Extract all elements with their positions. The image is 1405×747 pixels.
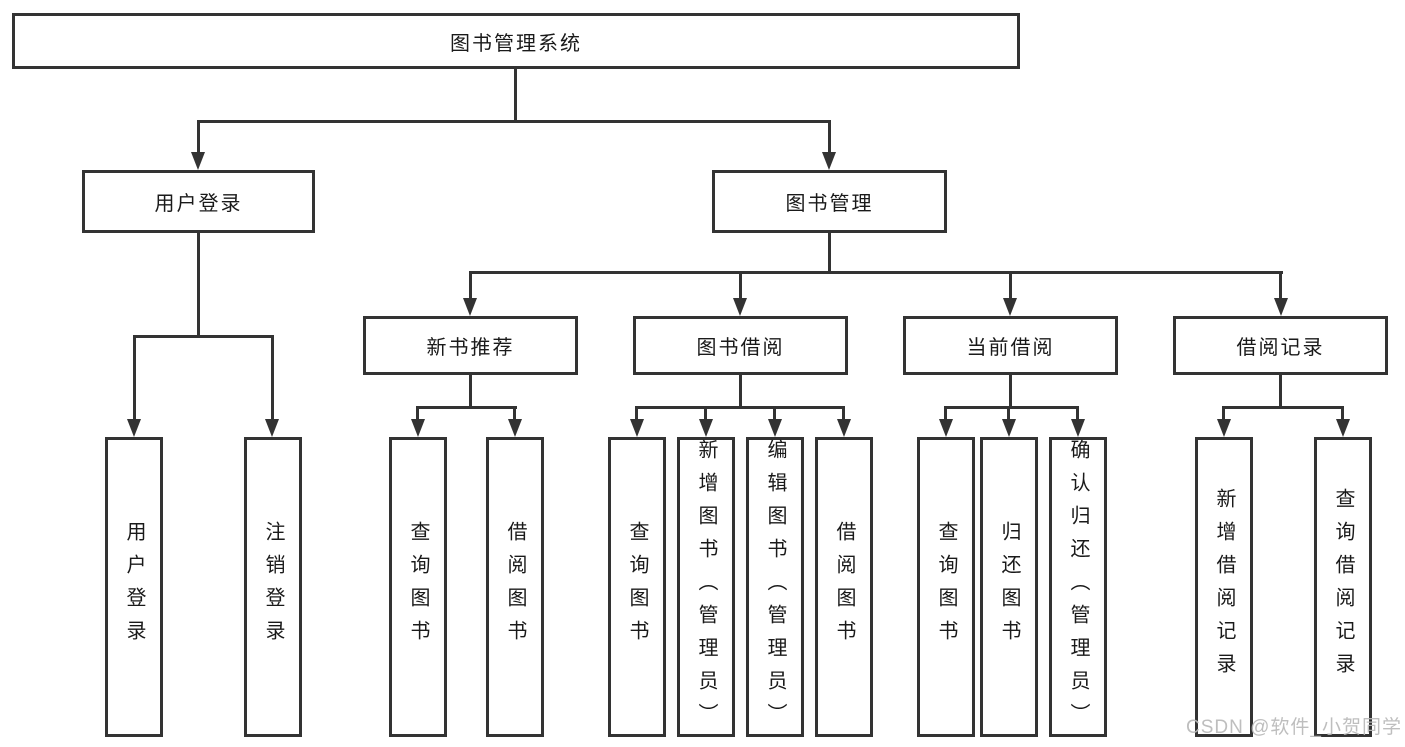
node-add-book-admin: 新增图书（管理员） <box>677 437 735 737</box>
arrow-into-confirm-return <box>1071 419 1085 437</box>
arrow-into-logout-leaf <box>265 419 279 437</box>
node-new-book-recommend: 新书推荐 <box>363 316 578 375</box>
connector-bookmgmt-rail <box>469 271 1283 274</box>
arrow-into-return-books <box>1002 419 1016 437</box>
connector-current-drop-2 <box>1007 409 1010 419</box>
connector-current-drop-3 <box>1076 409 1079 419</box>
arrow-into-book-management <box>822 152 836 170</box>
csdn-watermark: CSDN @软件_小贺同学 <box>1186 717 1402 738</box>
node-current-borrowing: 当前借阅 <box>903 316 1118 375</box>
arrow-into-query-books-1 <box>411 419 425 437</box>
connector-records-drop-1 <box>1222 409 1225 419</box>
node-label: 新增图书（管理员） <box>695 438 717 736</box>
node-label: 借阅图书 <box>504 521 526 653</box>
node-book-management-system: 图书管理系统 <box>12 13 1020 69</box>
node-query-borrow-record: 查询借阅记录 <box>1314 437 1372 737</box>
node-add-borrow-record: 新增借阅记录 <box>1195 437 1253 737</box>
node-book-management: 图书管理 <box>712 170 947 233</box>
node-label: 图书管理 <box>785 193 874 215</box>
arrow-into-edit-book <box>768 419 782 437</box>
connector-root-drop-right <box>828 123 831 153</box>
node-label: 归还图书 <box>998 521 1020 653</box>
connector-records-drop-2 <box>1341 409 1344 419</box>
node-edit-book-admin: 编辑图书（管理员） <box>746 437 804 737</box>
arrow-into-query-books-2 <box>630 419 644 437</box>
connector-borrowing-drop-3 <box>773 409 776 419</box>
node-query-books-2: 查询图书 <box>608 437 666 737</box>
arrow-into-query-borrow-record <box>1336 419 1350 437</box>
node-book-borrowing: 图书借阅 <box>633 316 848 375</box>
node-logout-leaf: 注销登录 <box>244 437 302 737</box>
node-query-books-1: 查询图书 <box>389 437 447 737</box>
connector-userlogin-drop-2 <box>271 338 274 419</box>
connector-bookmgmt-stem <box>828 233 831 274</box>
arrow-into-borrowing-records <box>1274 298 1288 316</box>
connector-recommend-rail <box>416 406 517 409</box>
connector-root-rail <box>197 120 831 123</box>
arrow-into-user-login <box>191 152 205 170</box>
connector-root-stem <box>514 69 517 123</box>
connector-recommend-stem <box>469 375 472 409</box>
connector-recommend-drop-2 <box>513 409 516 419</box>
arrow-into-add-borrow-record <box>1217 419 1231 437</box>
node-label: 查询图书 <box>935 521 957 653</box>
arrow-into-current-borrowing <box>1003 298 1017 316</box>
node-label: 编辑图书（管理员） <box>764 438 786 736</box>
node-return-books: 归还图书 <box>980 437 1038 737</box>
node-user-login-leaf: 用户登录 <box>105 437 163 737</box>
node-label: 图书管理系统 <box>450 32 582 55</box>
arrow-into-query-books-3 <box>939 419 953 437</box>
connector-userlogin-rail <box>133 335 274 338</box>
connector-l3-drop-1 <box>469 274 472 298</box>
node-label: 查询图书 <box>626 521 648 653</box>
arrow-into-new-book-recommend <box>463 298 477 316</box>
connector-records-stem <box>1279 375 1282 409</box>
arrow-into-user-login-leaf <box>127 419 141 437</box>
node-query-books-3: 查询图书 <box>917 437 975 737</box>
node-borrowing-records: 借阅记录 <box>1173 316 1388 375</box>
node-label: 用户登录 <box>154 193 243 215</box>
connector-userlogin-stem <box>197 233 200 338</box>
connector-borrowing-drop-1 <box>635 409 638 419</box>
node-label: 借阅记录 <box>1236 337 1325 359</box>
connector-current-rail <box>944 406 1079 409</box>
connector-current-stem <box>1009 375 1012 409</box>
connector-userlogin-drop-1 <box>133 338 136 419</box>
node-user-login: 用户登录 <box>82 170 315 233</box>
arrow-into-add-book <box>699 419 713 437</box>
node-label: 用户登录 <box>123 521 145 653</box>
node-label: 查询借阅记录 <box>1332 488 1354 686</box>
connector-root-drop-left <box>197 123 200 153</box>
connector-borrowing-stem <box>739 375 742 409</box>
node-label: 查询图书 <box>407 521 429 653</box>
connector-borrowing-rail <box>635 406 845 409</box>
node-label: 当前借阅 <box>966 337 1055 359</box>
node-label: 图书借阅 <box>696 337 785 359</box>
node-label: 新增借阅记录 <box>1213 488 1235 686</box>
node-label: 确认归还（管理员） <box>1067 438 1089 736</box>
arrow-into-borrow-books-1 <box>508 419 522 437</box>
connector-recommend-drop-1 <box>416 409 419 419</box>
connector-borrowing-drop-2 <box>704 409 707 419</box>
connector-l3-drop-4 <box>1279 274 1282 298</box>
connector-borrowing-drop-4 <box>842 409 845 419</box>
node-borrow-books-1: 借阅图书 <box>486 437 544 737</box>
arrow-into-borrow-books-2 <box>837 419 851 437</box>
node-label: 注销登录 <box>262 521 284 653</box>
arrow-into-book-borrowing <box>733 298 747 316</box>
node-confirm-return-admin: 确认归还（管理员） <box>1049 437 1107 737</box>
connector-l3-drop-3 <box>1009 274 1012 298</box>
node-label: 新书推荐 <box>426 337 515 359</box>
connector-l3-drop-2 <box>739 274 742 298</box>
node-label: 借阅图书 <box>833 521 855 653</box>
connector-current-drop-1 <box>944 409 947 419</box>
node-borrow-books-2: 借阅图书 <box>815 437 873 737</box>
connector-records-rail <box>1222 406 1344 409</box>
